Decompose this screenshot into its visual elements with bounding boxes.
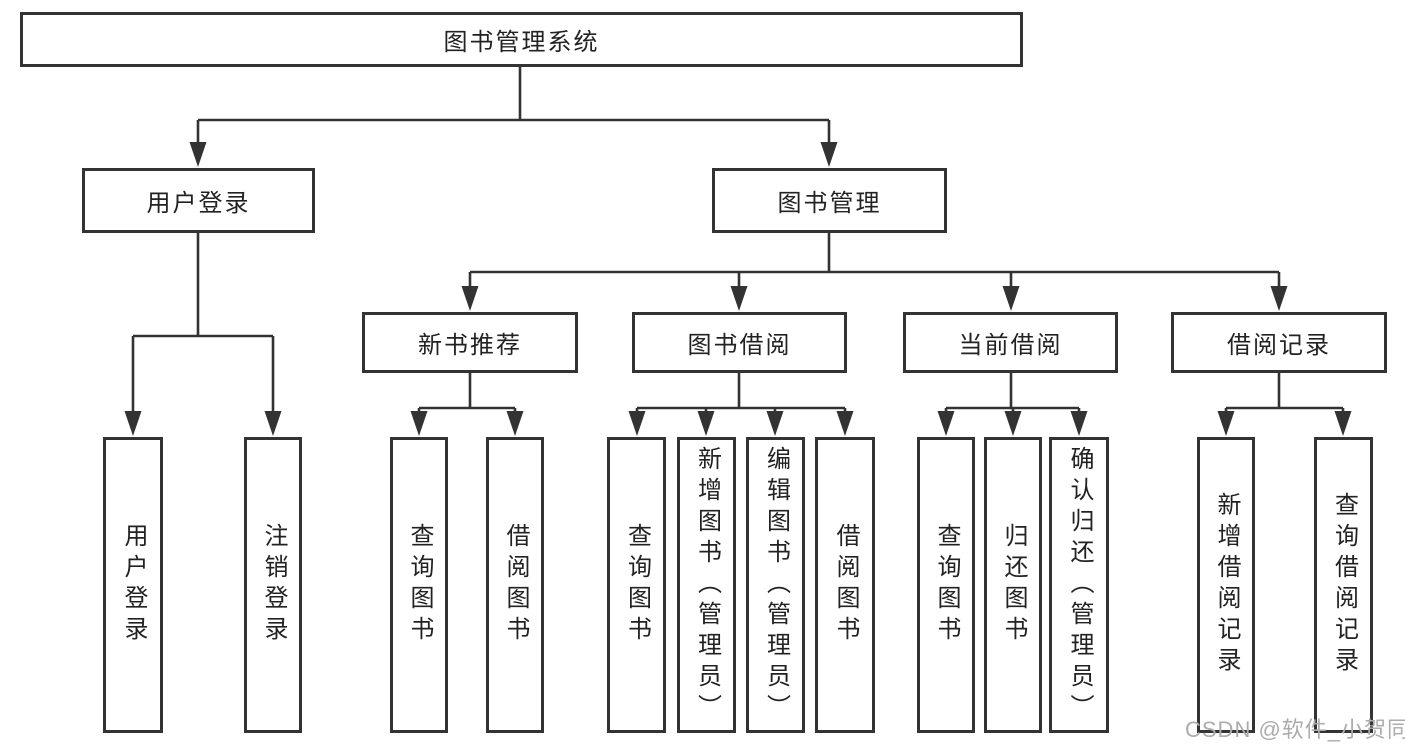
- leaf-label: 归还图书: [1000, 523, 1027, 647]
- leaf-label: 注销登录: [260, 523, 287, 647]
- leaf-label: 查询图书: [623, 523, 651, 647]
- leaf-add-book-admin: 新增图书（管理员）: [677, 437, 736, 733]
- leaf-label: 编辑图书（管理员）: [762, 445, 790, 725]
- leaf-add-borrow-record: 新增借阅记录: [1197, 437, 1255, 733]
- node-label: 新书推荐: [418, 332, 522, 359]
- leaf-label: 借阅图书: [502, 523, 529, 647]
- node-label: 用户登录: [146, 190, 251, 217]
- leaf-return-book: 归还图书: [984, 437, 1042, 733]
- leaf-label: 查询图书: [406, 523, 433, 647]
- node-label: 图书管理: [777, 190, 882, 217]
- node-book-management: 图书管理: [712, 168, 947, 233]
- leaf-label: 查询图书: [933, 523, 960, 647]
- node-new-book-recommendation: 新书推荐: [362, 312, 578, 373]
- node-borrowing-records: 借阅记录: [1171, 312, 1387, 373]
- node-library-management-system: 图书管理系统: [20, 12, 1023, 67]
- leaf-label: 新增图书（管理员）: [693, 445, 721, 725]
- node-label: 图书借阅: [687, 332, 792, 359]
- leaf-confirm-return-admin: 确认归还（管理员）: [1049, 437, 1109, 733]
- leaf-borrow-books-recommendation: 借阅图书: [486, 437, 544, 733]
- node-current-borrowing: 当前借阅: [903, 312, 1118, 373]
- leaf-query-books-recommendation: 查询图书: [390, 437, 448, 733]
- leaf-label: 查询借阅记录: [1330, 492, 1358, 678]
- csdn-watermark: CSDN @软件_小贺同学: [1185, 717, 1405, 742]
- leaf-query-borrow-record: 查询借阅记录: [1314, 437, 1373, 733]
- node-label: 图书管理系统: [443, 29, 600, 56]
- leaf-label: 确认归还（管理员）: [1066, 445, 1093, 725]
- node-label: 当前借阅: [958, 332, 1063, 359]
- leaf-user-login: 用户登录: [103, 437, 163, 733]
- leaf-label: 借阅图书: [832, 523, 859, 647]
- node-label: 借阅记录: [1227, 332, 1331, 359]
- leaf-edit-book-admin: 编辑图书（管理员）: [746, 437, 805, 733]
- node-book-borrowing: 图书借阅: [632, 312, 847, 373]
- node-user-login: 用户登录: [82, 168, 315, 233]
- leaf-query-books-current: 查询图书: [917, 437, 975, 733]
- leaf-label: 用户登录: [120, 523, 147, 647]
- leaf-query-books-borrowing: 查询图书: [607, 437, 666, 733]
- leaf-logout: 注销登录: [244, 437, 302, 733]
- leaf-label: 新增借阅记录: [1213, 492, 1240, 678]
- leaf-borrow-books: 借阅图书: [815, 437, 875, 733]
